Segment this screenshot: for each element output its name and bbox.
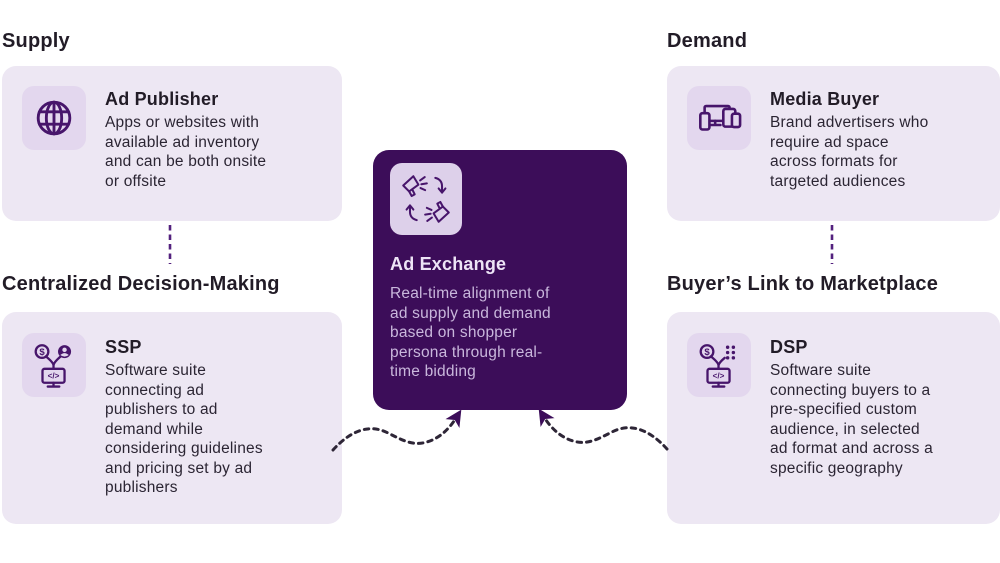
card-ad-exchange: Ad Exchange Real-time alignment of ad su…: [373, 150, 627, 410]
icon-tile: $ </>: [687, 333, 751, 397]
card-text: SSP Software suite connecting ad publish…: [105, 336, 334, 498]
arrow-dsp-to-exchange: [538, 408, 669, 451]
dollar-glyph: $: [39, 347, 45, 358]
card-ad-publisher: Ad Publisher Apps or websites with avail…: [2, 66, 342, 221]
icon-tile: [390, 163, 462, 235]
card-title-ad-exchange: Ad Exchange: [390, 254, 507, 274]
card-body-ssp: Software suite connecting ad publishers …: [105, 362, 263, 496]
devices-icon: [699, 104, 742, 131]
card-title-ssp: SSP: [105, 337, 142, 357]
code-glyph: </>: [713, 372, 725, 381]
card-text: Ad Publisher Apps or websites with avail…: [105, 88, 334, 191]
card-title-dsp: DSP: [770, 337, 808, 357]
dollar-glyph: $: [704, 347, 710, 358]
code-glyph: </>: [48, 372, 60, 381]
heading-supply: Supply: [2, 30, 70, 52]
card-text: Media Buyer Brand advertisers who requir…: [770, 88, 992, 191]
card-body-ad-exchange: Real-time alignment of ad supply and dem…: [390, 285, 551, 380]
globe-icon: [36, 100, 72, 136]
icon-tile: [687, 86, 751, 150]
card-body-dsp: Software suite connecting buyers to a pr…: [770, 362, 933, 477]
card-media-buyer: Media Buyer Brand advertisers who requir…: [667, 66, 1000, 221]
icon-tile: [22, 86, 86, 150]
card-body-ad-publisher: Apps or websites with available ad inven…: [105, 114, 267, 190]
card-dsp: $ </> DSP Software suite connecting buye…: [667, 312, 1000, 524]
card-title-ad-publisher: Ad Publisher: [105, 89, 219, 109]
megaphone-exchange-icon: [402, 175, 450, 223]
card-title-media-buyer: Media Buyer: [770, 89, 880, 109]
card-ssp: $ </> SSP Software suite connecting ad p…: [2, 312, 342, 524]
card-body-media-buyer: Brand advertisers who require ad space a…: [770, 114, 929, 190]
ssp-platform-icon: $ </>: [34, 344, 72, 388]
heading-buyers-link-to-marketplace: Buyer’s Link to Marketplace: [667, 273, 939, 295]
dsp-platform-icon: $ </>: [699, 344, 736, 388]
card-text: DSP Software suite connecting buyers to …: [770, 336, 992, 478]
heading-demand: Demand: [667, 30, 748, 52]
icon-tile: $ </>: [22, 333, 86, 397]
arrow-ssp-to-exchange: [331, 409, 462, 452]
heading-centralized-decision-making: Centralized Decision-Making: [2, 273, 280, 295]
